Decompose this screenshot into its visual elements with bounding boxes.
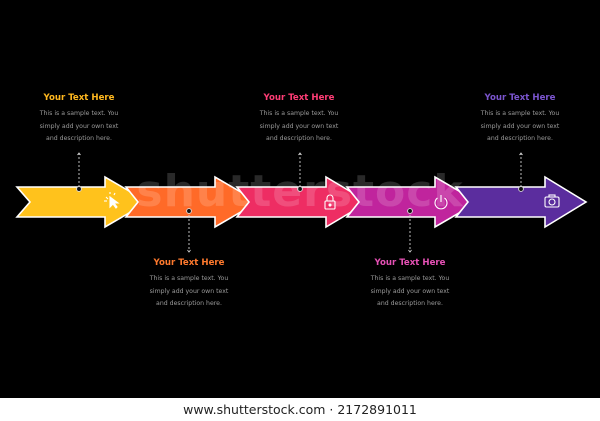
connector-dot-4 bbox=[407, 208, 413, 214]
arrow-step-1 bbox=[15, 175, 150, 229]
connector-arrowhead-2 bbox=[187, 249, 191, 253]
step-3-line-3: and description here. bbox=[266, 135, 332, 142]
camera-icon bbox=[544, 194, 560, 208]
step-5-label: Your Text Here This is a sample text. Yo… bbox=[465, 92, 575, 146]
step-2-title: Your Text Here bbox=[153, 258, 225, 268]
step-4-line-1: This is a sample text. You bbox=[370, 275, 450, 282]
arrow-step-2 bbox=[124, 175, 260, 229]
step-4-title: Your Text Here bbox=[374, 258, 446, 268]
step-1-label: Your Text Here This is a sample text. Yo… bbox=[24, 92, 134, 146]
step-2-line-2: simply add your own text bbox=[149, 287, 229, 295]
connector-arrowhead-4 bbox=[408, 249, 412, 253]
step-5-line-2: simply add your own text bbox=[480, 122, 560, 130]
connector-arrowhead-3 bbox=[298, 152, 302, 156]
step-1-line-3: and description here. bbox=[46, 135, 112, 142]
connector-arrowhead-1 bbox=[77, 152, 81, 156]
power-icon bbox=[434, 195, 448, 210]
step-5-title: Your Text Here bbox=[484, 93, 556, 103]
step-3-line-2: simply add your own text bbox=[259, 122, 339, 130]
arrow-step-5 bbox=[454, 175, 588, 229]
padlock-icon bbox=[324, 194, 336, 210]
arrow-chain bbox=[15, 175, 588, 229]
step-3-line-1: This is a sample text. You bbox=[259, 110, 339, 117]
step-2-label: Your Text Here This is a sample text. Yo… bbox=[134, 257, 244, 311]
step-3-title: Your Text Here bbox=[263, 93, 335, 103]
step-4-label: Your Text Here This is a sample text. Yo… bbox=[355, 257, 465, 311]
cursor-click-icon bbox=[104, 192, 120, 209]
step-2-line-3: and description here. bbox=[156, 300, 222, 307]
step-1-line-1: This is a sample text. You bbox=[39, 110, 119, 117]
arrow-step-3 bbox=[235, 175, 370, 229]
step-1-title: Your Text Here bbox=[43, 93, 115, 103]
step-5-line-3: and description here. bbox=[487, 135, 553, 142]
connector-dot-3 bbox=[297, 186, 303, 192]
step-2-line-1: This is a sample text. You bbox=[149, 275, 229, 282]
connector-dot-2 bbox=[186, 208, 192, 214]
footer-credit: www.shutterstock.com · 2172891011 bbox=[0, 398, 600, 421]
connector-dot-5 bbox=[518, 186, 524, 192]
step-1-line-2: simply add your own text bbox=[39, 122, 119, 130]
step-3-label: Your Text Here This is a sample text. Yo… bbox=[244, 92, 354, 146]
step-5-line-1: This is a sample text. You bbox=[480, 110, 560, 117]
step-4-line-3: and description here. bbox=[377, 300, 443, 307]
connector-arrowhead-5 bbox=[519, 152, 523, 156]
arrow-step-4 bbox=[345, 175, 480, 229]
step-4-line-2: simply add your own text bbox=[370, 287, 450, 295]
connector-lines bbox=[76, 152, 524, 253]
connector-dot-1 bbox=[76, 186, 82, 192]
timeline-infographic bbox=[15, 152, 588, 253]
